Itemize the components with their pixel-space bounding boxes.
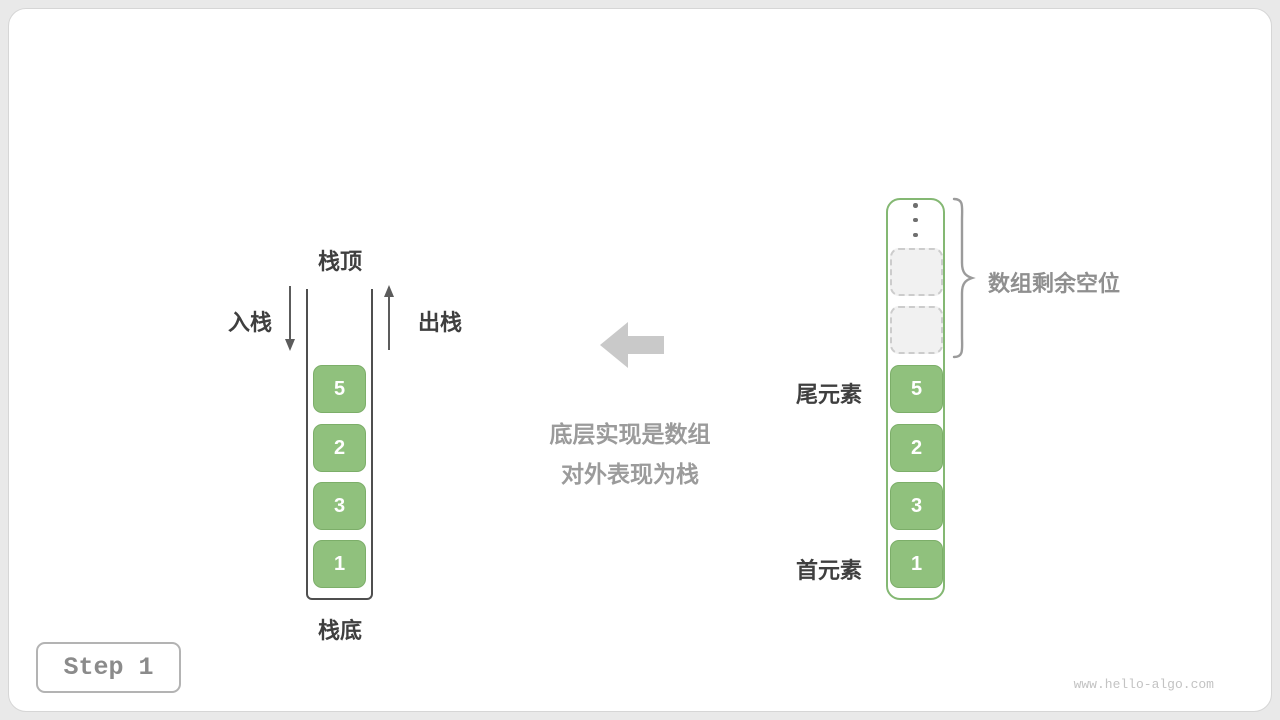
- stack-bottom-label: 栈底: [317, 618, 362, 643]
- stack-cell: 3: [313, 482, 366, 530]
- pop-up-arrow-icon: [384, 285, 394, 350]
- array-cell: 2: [890, 424, 943, 472]
- left-block-arrow-icon: [600, 322, 664, 368]
- stack-container: [306, 289, 373, 600]
- array-cell: 1: [890, 540, 943, 588]
- push-down-arrow-icon: [285, 286, 295, 351]
- stack-cell: 1: [313, 540, 366, 588]
- head-element-label: 首元素: [795, 558, 862, 583]
- diagram-card: [8, 8, 1272, 712]
- array-empty-slot: [890, 248, 943, 296]
- center-annotation-line2: 对外表现为栈: [561, 461, 699, 487]
- tail-element-label: 尾元素: [795, 382, 862, 407]
- array-cell: 5: [890, 365, 943, 413]
- stack-cell: 5: [313, 365, 366, 413]
- center-annotation-line1: 底层实现是数组: [549, 421, 711, 447]
- array-empty-slot: [890, 306, 943, 354]
- remaining-slots-label: 数组剩余空位: [988, 271, 1121, 296]
- stack-top-label: 栈顶: [317, 249, 362, 274]
- curly-brace-icon: [952, 197, 976, 359]
- watermark: www.hello-algo.com: [1073, 677, 1214, 692]
- push-label: 入栈: [227, 310, 272, 335]
- stack-cell: 2: [313, 424, 366, 472]
- step-badge-label: Step 1: [63, 653, 154, 682]
- array-cell: 3: [890, 482, 943, 530]
- ellipsis-icon: [905, 203, 926, 237]
- pop-label: 出栈: [418, 310, 463, 335]
- step-badge: Step 1: [36, 642, 181, 693]
